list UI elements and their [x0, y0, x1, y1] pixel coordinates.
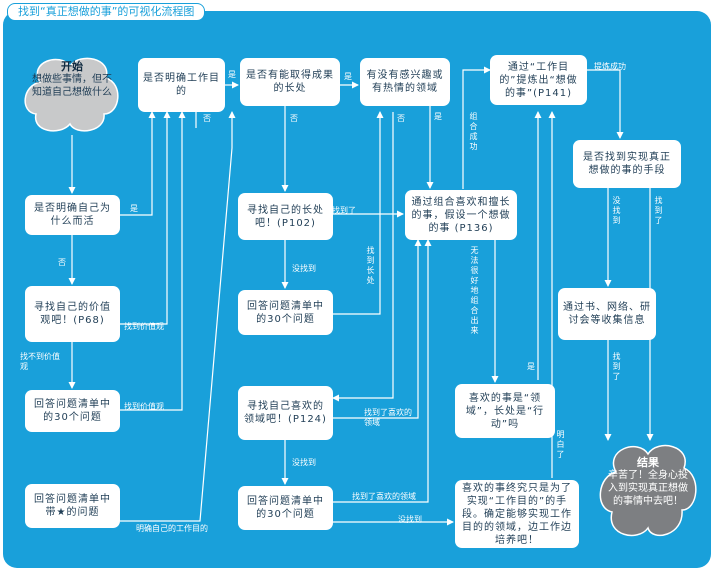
- box-find-values: 寻找自己的价值观吧！(P68): [25, 286, 120, 342]
- box-collect-info: 通过书、网络、研讨会等收集信息: [558, 288, 656, 340]
- label-strengths-found: 找到长处: [366, 246, 375, 285]
- box-refine: 通过“工作目的”提炼出“想做的事”(P141): [490, 55, 587, 105]
- label-no-1: 否: [58, 258, 66, 267]
- box-found-means: 是否找到实现真正想做的事的手段: [573, 140, 681, 188]
- box-purpose-of-life: 是否明确自己为什么而活: [25, 195, 120, 235]
- label-refine-success: 提炼成功: [594, 62, 626, 71]
- label-found-2: 找到了: [654, 196, 663, 225]
- label-values-found-1: 找到价值观: [124, 322, 164, 331]
- label-purpose-clear: 明确自己的工作目的: [136, 524, 208, 533]
- box-questions-values: 回答问题清单中的30个问题: [25, 390, 120, 432]
- box-questions-favorite: 回答问题清单中的30个问题: [238, 486, 333, 530]
- label-favorite-found-2: 找到了喜欢的领域: [352, 492, 416, 501]
- label-not-found-3: 没找到: [398, 515, 422, 524]
- label-found-1: 找到了: [332, 206, 356, 215]
- start-text: 想做些事情，但不知道自己想做什么: [32, 74, 112, 98]
- box-find-favorite: 寻找自己喜欢的领域吧！(P124): [238, 386, 333, 440]
- label-understood: 明白了: [556, 430, 565, 459]
- start-node: 开始 想做些事情，但不知道自己想做什么: [30, 60, 114, 99]
- label-combine-success: 组合成功: [469, 112, 478, 151]
- box-questions-star: 回答问题清单中带★的问题: [25, 484, 120, 528]
- box-work-purpose: 是否明确工作目的: [138, 58, 225, 112]
- box-field-action: 喜欢的事是“领域”，长处是“行动”吗: [455, 384, 555, 438]
- label-yes-4: 是: [434, 112, 442, 121]
- label-combine-fail: 无法很好地组合出来: [470, 246, 479, 335]
- label-yes-1: 是: [130, 204, 138, 213]
- result-node: 结果 辛苦了！全身心投入到实现真正想做的事情中去吧！: [606, 456, 690, 508]
- label-not-found-1: 没找到: [292, 264, 316, 273]
- label-values-found-2: 找到价值观: [124, 402, 164, 411]
- box-combine: 通过组合喜欢和擅长的事，假设一个想做的事 (P136): [405, 190, 517, 240]
- label-not-found-2: 没找到: [292, 458, 316, 467]
- result-cloud: [599, 444, 697, 537]
- box-means: 喜欢的事终究只是为了实现“工作目的”的手段。确定能够实现工作目的的领域，边工作边…: [455, 480, 579, 548]
- label-no-4: 否: [397, 114, 405, 123]
- box-questions-strengths: 回答问题清单中的30个问题: [238, 290, 333, 335]
- box-strengths: 是否有能取得成果的长处: [240, 58, 340, 106]
- label-yes-5: 是: [527, 362, 535, 371]
- start-cloud: [24, 57, 119, 132]
- label-yes-2: 是: [228, 70, 236, 79]
- box-find-strengths: 寻找自己的长处吧！(P102): [238, 193, 333, 240]
- label-favorite-found-1: 找到了喜欢的领域: [364, 408, 412, 427]
- label-no-2: 否: [203, 114, 211, 123]
- result-text: 辛苦了！全身心投入到实现真正想做的事情中去吧！: [608, 470, 688, 507]
- diagram-title: 找到“真正想做的事”的可视化流程图: [7, 3, 206, 21]
- label-not-found-4: 没找到: [612, 196, 621, 225]
- label-values-not-found: 找不到价值观: [20, 352, 60, 371]
- label-yes-3: 是: [344, 72, 352, 81]
- result-heading: 结果: [637, 456, 659, 469]
- label-found-3: 找到了: [612, 352, 621, 381]
- box-interest: 有没有感兴趣或有热情的领域: [360, 58, 450, 106]
- label-no-3: 否: [290, 114, 298, 123]
- start-heading: 开始: [61, 60, 83, 73]
